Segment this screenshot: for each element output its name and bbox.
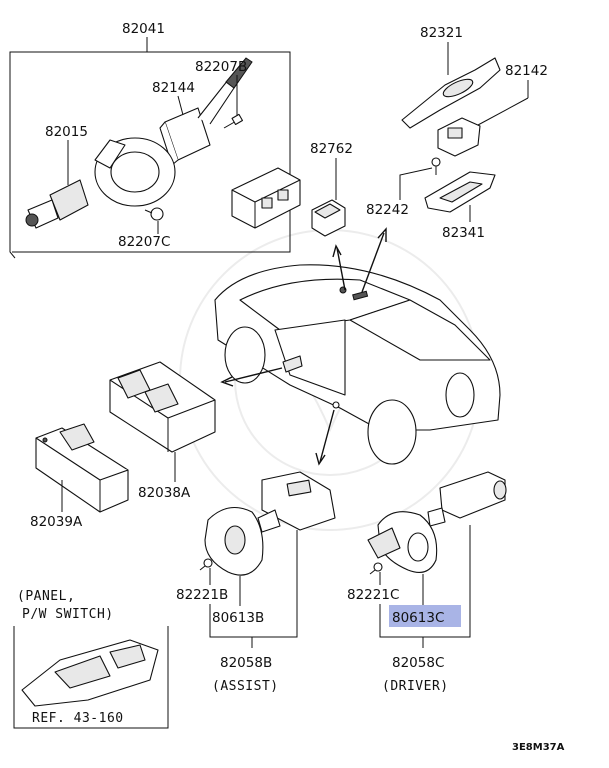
label-82762[interactable]: 82762 <box>310 141 353 157</box>
part-82221B[interactable] <box>199 558 213 571</box>
label-82341[interactable]: 82341 <box>442 225 485 241</box>
label-82142[interactable]: 82142 <box>505 63 548 79</box>
label-82221C[interactable]: 82221C <box>347 587 399 603</box>
part-80613B[interactable] <box>204 506 264 576</box>
label-assist[interactable]: (ASSIST) <box>212 679 279 694</box>
part-82039A[interactable] <box>35 423 129 513</box>
part-mirror-switch[interactable] <box>231 167 301 229</box>
label-80613B[interactable]: 80613B <box>212 610 264 626</box>
group-82041: 82041 82144 82207B 82015 <box>9 21 291 259</box>
label-driver[interactable]: (DRIVER) <box>382 679 449 694</box>
label-82039A[interactable]: 82039A <box>30 514 83 530</box>
part-82762[interactable] <box>311 199 346 237</box>
label-82015[interactable]: 82015 <box>45 124 88 140</box>
part-82341[interactable] <box>424 171 496 213</box>
label-82041[interactable]: 82041 <box>122 21 165 37</box>
label-82321[interactable]: 82321 <box>420 25 463 41</box>
highlight-80613C <box>389 605 461 627</box>
panel-box <box>13 626 169 729</box>
part-82144[interactable] <box>159 57 253 166</box>
label-82242[interactable]: 82242 <box>366 202 409 218</box>
figure-code: 3E8M37A <box>512 742 565 753</box>
label-82207B[interactable]: 82207B <box>195 59 247 75</box>
part-82142[interactable] <box>437 117 481 157</box>
vehicle-outline <box>214 264 501 465</box>
part-80613C[interactable] <box>367 511 438 573</box>
label-panel-line1[interactable]: (PANEL, <box>17 589 75 604</box>
part-82242[interactable] <box>431 157 441 175</box>
part-82321[interactable] <box>401 57 501 129</box>
part-82015[interactable] <box>25 137 176 229</box>
label-82144[interactable]: 82144 <box>152 80 195 96</box>
part-82221C[interactable] <box>369 562 383 575</box>
part-assist-switch[interactable] <box>257 471 336 533</box>
label-82058C[interactable]: 82058C <box>392 655 444 671</box>
label-panel-line2[interactable]: P/W SWITCH) <box>22 607 114 622</box>
part-driver-switch[interactable] <box>427 471 507 527</box>
label-82038A[interactable]: 82038A <box>138 485 191 501</box>
part-82207C[interactable] <box>144 207 164 221</box>
label-ref[interactable]: REF. 43-160 <box>32 711 124 726</box>
label-80613C[interactable]: 80613C <box>392 610 444 626</box>
label-82221B[interactable]: 82221B <box>176 587 228 603</box>
label-82207C[interactable]: 82207C <box>118 234 170 250</box>
label-82058B[interactable]: 82058B <box>220 655 272 671</box>
part-82207B[interactable] <box>223 113 244 129</box>
arrows <box>220 227 387 466</box>
part-82038A[interactable] <box>109 361 216 453</box>
